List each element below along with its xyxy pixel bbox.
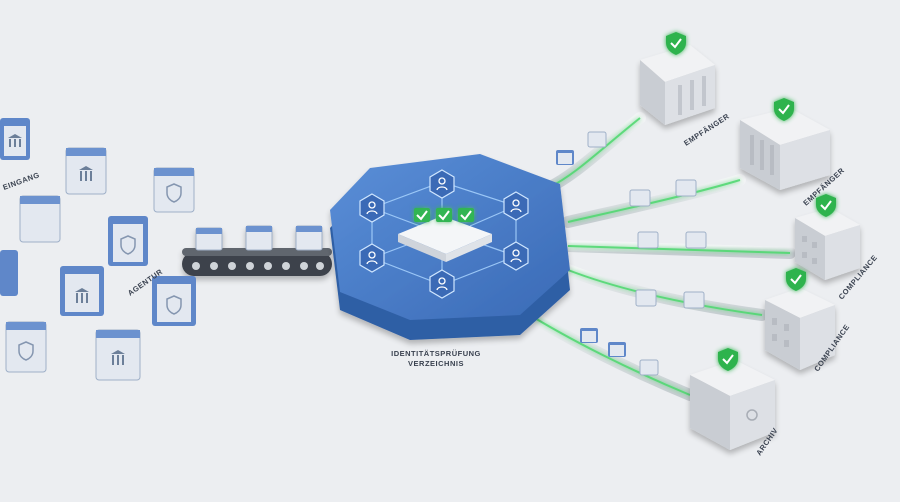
bank-icon — [111, 350, 125, 365]
pipe-folders — [556, 131, 707, 376]
user-icon — [503, 241, 529, 271]
shield-icon — [18, 341, 34, 361]
folder-icon — [685, 231, 707, 249]
destination-shields — [666, 32, 836, 371]
folder-icon — [556, 150, 574, 165]
source-folders — [0, 118, 196, 381]
folder-icon — [0, 250, 18, 296]
user-icon — [429, 269, 455, 299]
building-compliance-2 — [765, 288, 835, 370]
user-icon — [429, 169, 455, 199]
folder-icon — [65, 147, 107, 195]
user-icon — [359, 193, 385, 223]
shield-icon — [120, 235, 136, 255]
conveyor-belt-icon — [182, 225, 332, 276]
folder-icon — [635, 289, 657, 307]
building-compliance-1 — [795, 208, 860, 280]
shield-check-icon — [718, 348, 738, 371]
pipe-archiv — [519, 306, 696, 401]
shield-check-icon — [786, 268, 806, 291]
bank-icon — [79, 166, 93, 181]
hub-label: IDENTITÄTSPRÜFUNG VERZEICHNIS — [366, 349, 506, 369]
source-label-eingang: EINGANG — [2, 170, 41, 192]
folder-icon — [587, 131, 607, 148]
folder-icon — [245, 225, 273, 251]
folder-icon — [295, 225, 323, 251]
folder-icon — [153, 167, 195, 213]
destinations — [640, 45, 860, 450]
building-empfaenger-1 — [640, 45, 715, 125]
folder-icon — [195, 227, 223, 251]
identity-hub — [330, 154, 570, 340]
folder-icon — [19, 195, 61, 243]
shield-check-icon — [816, 194, 836, 217]
pipe-empfaenger-2 — [562, 174, 746, 228]
hub-label-line2: VERZEICHNIS — [408, 359, 464, 368]
folder-icon — [108, 216, 148, 266]
check-icon — [414, 208, 430, 222]
pipe-compliance-2 — [562, 264, 768, 321]
folder-icon — [95, 329, 141, 381]
pipe-compliance-1 — [562, 240, 796, 259]
folder-icon — [683, 291, 705, 309]
bank-icon — [75, 288, 89, 303]
hub-center-panel — [398, 208, 492, 262]
folder-icon — [675, 179, 697, 197]
shield-icon — [166, 295, 182, 315]
hub-user-nodes — [359, 169, 529, 299]
pipes — [519, 112, 796, 401]
folder-icon — [608, 342, 626, 357]
folder-icon — [639, 359, 659, 376]
folder-icon — [5, 321, 47, 373]
destination-label: EMPFÄNGER — [682, 112, 731, 148]
building-empfaenger-2 — [740, 108, 830, 190]
building-archiv — [690, 360, 775, 450]
bank-icon — [8, 134, 22, 147]
user-icon — [503, 191, 529, 221]
check-icon — [458, 208, 474, 222]
check-icon — [436, 208, 452, 222]
shield-check-icon — [774, 98, 794, 121]
folder-icon — [0, 118, 30, 160]
folder-icon — [637, 231, 659, 249]
shield-icon — [166, 183, 182, 203]
folder-icon — [152, 276, 196, 326]
user-icon — [359, 243, 385, 273]
shield-check-icon — [666, 32, 686, 55]
folder-icon — [629, 189, 651, 207]
hub-label-line1: IDENTITÄTSPRÜFUNG — [391, 349, 481, 358]
folder-icon — [60, 266, 104, 316]
folder-icon — [580, 328, 598, 343]
